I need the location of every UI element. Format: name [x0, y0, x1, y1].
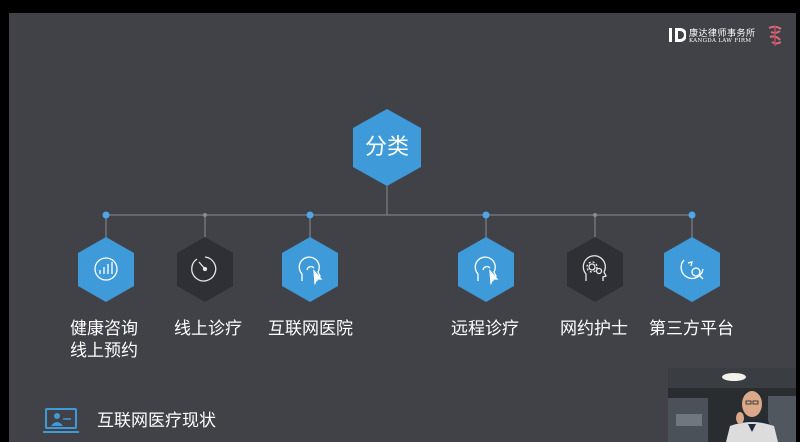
node-internet-hospital [282, 237, 338, 302]
logo-english-name: KANGDA LAW FIRM [689, 38, 752, 44]
presenter-camera-feed [668, 368, 796, 442]
presenter-screen-icon [43, 408, 79, 433]
root-label: 分类 [364, 135, 409, 160]
node-health-consult [78, 237, 134, 302]
kangda-logo: 康达律师事务所 KANGDA LAW FIRM [668, 24, 786, 52]
hexagon-blue [78, 237, 134, 302]
head-pointer-icon [298, 256, 323, 286]
node-label-online-diagnosis: 线上诊疗 [174, 319, 242, 339]
hexagon-blue [282, 237, 338, 302]
slide-background [9, 13, 796, 442]
timer-icon [191, 256, 217, 282]
logo-chinese-name: 康达律师事务所 [689, 29, 756, 39]
label-line-2: 线上预约 [70, 341, 138, 361]
head-pointer-icon [474, 256, 499, 286]
node-label-health-consult: 健康咨询 线上预约 [70, 318, 138, 362]
hexagon-blue [664, 237, 720, 302]
node-label-third-party: 第三方平台 [649, 319, 734, 339]
junction-dot-4 [482, 211, 490, 219]
junction-dot-2 [203, 213, 207, 217]
presenter-video-image [668, 368, 796, 442]
hexagon-blue [458, 237, 514, 302]
label-line-1: 健康咨询 [70, 319, 138, 339]
junction-dot-3 [306, 211, 314, 219]
calligraphy-seal-icon [768, 25, 782, 46]
footer-title: 互联网医疗现状 [97, 411, 216, 431]
node-online-nurse [567, 237, 623, 302]
head-gears-icon [582, 255, 607, 281]
node-online-diagnosis [177, 237, 233, 302]
junction-dot-5 [593, 213, 597, 217]
junction-dot-1 [102, 211, 110, 219]
node-third-party [664, 237, 720, 302]
node-label-remote-diagnosis: 远程诊疗 [451, 319, 519, 339]
kangda-logo-mark-icon [669, 28, 686, 42]
junction-dots [102, 211, 696, 219]
bar-chart-icon [94, 257, 118, 281]
hexagon-dark [567, 237, 623, 302]
node-remote-diagnosis [458, 237, 514, 302]
connector-lines [105, 185, 693, 238]
search-target-icon [680, 259, 704, 280]
top-black-bar [0, 0, 800, 13]
root-hexagon [353, 109, 421, 186]
node-label-online-nurse: 网约护士 [560, 319, 628, 339]
node-label-internet-hospital: 互联网医院 [268, 319, 353, 339]
junction-dot-6 [688, 211, 696, 219]
